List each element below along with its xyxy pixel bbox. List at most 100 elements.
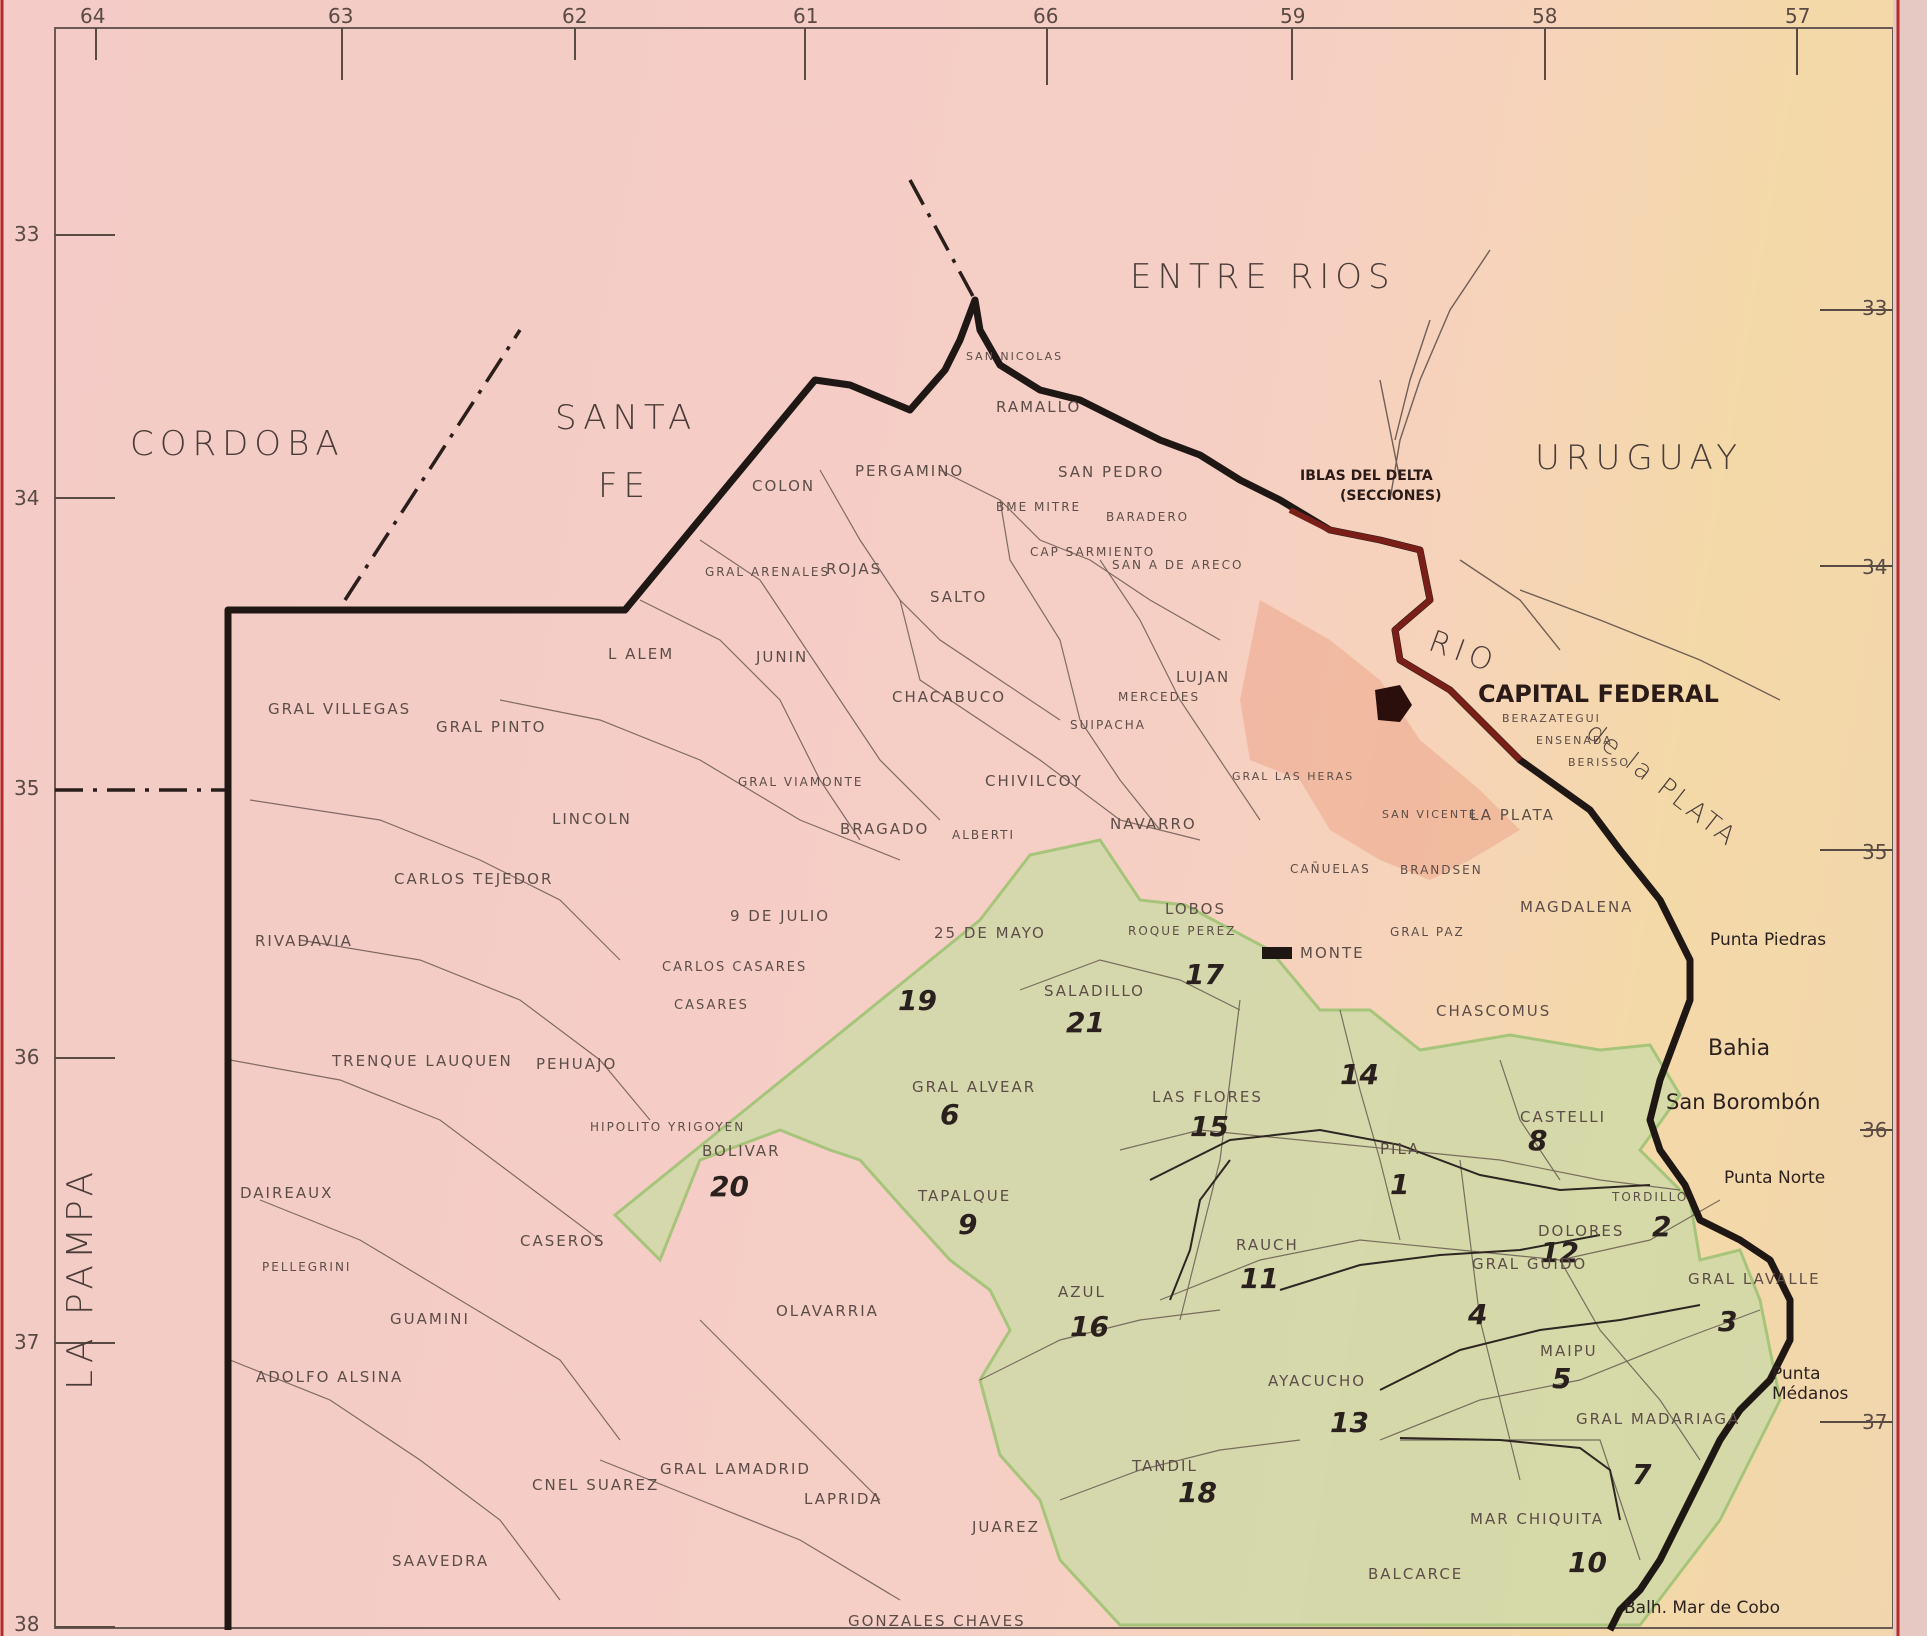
partido-label: CASTELLI: [1520, 1108, 1607, 1126]
zone-number: 3: [1718, 1305, 1738, 1338]
partido-label: BRAGADO: [840, 820, 930, 838]
partido-label: SALTO: [930, 588, 988, 606]
partido-label: GRAL LAVALLE: [1688, 1270, 1821, 1288]
delta-sub-label: (SECCIONES): [1340, 488, 1442, 504]
region-fe: FE: [598, 466, 652, 506]
coast-bahia: Bahia: [1708, 1036, 1771, 1061]
lon-tick: 57: [1785, 4, 1811, 28]
partido-label: JUAREZ: [972, 1518, 1040, 1536]
partido-label: MAR CHIQUITA: [1470, 1510, 1605, 1528]
lon-tick: 59: [1280, 4, 1306, 28]
partido-label: BARADERO: [1106, 510, 1190, 524]
metro-zone: [1240, 600, 1520, 880]
zone-number: 15: [1190, 1110, 1229, 1143]
zone-number: 21: [1066, 1006, 1105, 1039]
partido-label: BOLIVAR: [702, 1142, 781, 1160]
lat-tick: 33: [14, 222, 40, 246]
partido-label: PERGAMINO: [855, 462, 965, 480]
lon-tick: 62: [562, 4, 588, 28]
lat-tick: 37: [14, 1330, 40, 1354]
partido-label: TRENQUE LAUQUEN: [332, 1052, 513, 1070]
monte-mark: [1262, 947, 1292, 959]
region-uruguay: URUGUAY: [1535, 438, 1744, 478]
partido-label: GRAL PAZ: [1390, 925, 1465, 939]
zone-number: 19: [898, 984, 937, 1017]
lat-tick: 36: [14, 1045, 40, 1069]
partido-label: DAIREAUX: [240, 1184, 334, 1202]
partido-label: CARLOS CASARES: [662, 960, 808, 975]
partido-label: L ALEM: [608, 645, 675, 663]
coast-punta-piedras: Punta Piedras: [1710, 930, 1827, 950]
partido-label: MERCEDES: [1118, 690, 1201, 704]
partido-label: ADOLFO ALSINA: [256, 1368, 404, 1386]
partido-label: LAS FLORES: [1152, 1088, 1263, 1106]
partido-label: CHACABUCO: [892, 688, 1007, 706]
partido-label: BME MITRE: [996, 500, 1082, 514]
zone-number: 13: [1330, 1406, 1369, 1439]
partido-label: SALADILLO: [1044, 982, 1145, 1000]
partido-label: NAVARRO: [1110, 815, 1197, 833]
region-cordoba: CORDOBA: [130, 424, 345, 464]
partido-label: LOBOS: [1165, 900, 1226, 918]
zone-number: 7: [1632, 1458, 1652, 1491]
zone-number: 12: [1540, 1236, 1579, 1269]
partido-label: DOLORES: [1538, 1222, 1625, 1240]
partido-label: SAAVEDRA: [392, 1552, 490, 1570]
partido-label: GRAL ALVEAR: [912, 1078, 1037, 1096]
zone-number: 18: [1178, 1476, 1217, 1509]
partido-label: CASARES: [674, 998, 749, 1013]
partido-label: TAPALQUE: [918, 1187, 1012, 1205]
partido-label: GRAL PINTO: [436, 718, 547, 736]
lat-tick-right: 35: [1862, 840, 1888, 864]
partido-label: BERISSO: [1568, 756, 1631, 769]
lon-tick: 64: [80, 4, 106, 28]
region-la-pampa: LA PAMPA: [60, 1165, 101, 1390]
partido-label: RAMALLO: [996, 398, 1082, 416]
partido-boundaries: [229, 469, 1761, 1601]
partido-label: GUAMINI: [390, 1310, 470, 1328]
partido-label: BALCARCE: [1368, 1565, 1464, 1583]
partido-label: CARLOS TEJEDOR: [394, 870, 554, 888]
partido-label: CHIVILCOY: [985, 772, 1083, 790]
partido-label: LA PLATA: [1470, 806, 1555, 824]
partido-label: GRAL LAS HERAS: [1232, 770, 1355, 783]
zone-number: 5: [1552, 1362, 1572, 1395]
partido-label: BRANDSEN: [1400, 863, 1483, 877]
partido-label: SUIPACHA: [1070, 718, 1147, 732]
lat-tick-right: 34: [1862, 555, 1888, 579]
partido-label: ROQUE PEREZ: [1128, 924, 1237, 938]
partido-label: ROJAS: [826, 560, 883, 578]
partido-label: MAGDALENA: [1520, 898, 1634, 916]
zone-number: 8: [1528, 1124, 1548, 1157]
zone-number: 14: [1340, 1058, 1379, 1091]
partido-label: TORDILLO: [1612, 1190, 1689, 1204]
capital-federal-label: CAPITAL FEDERAL: [1478, 680, 1719, 708]
lat-tick-right: 33: [1862, 296, 1888, 320]
partido-label: LINCOLN: [552, 810, 632, 828]
zone-number: 17: [1185, 958, 1224, 991]
external-boundaries: [55, 179, 977, 792]
lat-tick-right: 37: [1862, 1410, 1888, 1434]
zone-number: 2: [1652, 1210, 1672, 1243]
partido-label: RIVADAVIA: [255, 932, 353, 950]
partido-label: GRAL VIAMONTE: [738, 775, 864, 789]
partido-label: SAN PEDRO: [1058, 463, 1165, 481]
coast-punta-norte: Punta Norte: [1724, 1168, 1826, 1188]
partido-label: GRAL LAMADRID: [660, 1460, 811, 1478]
lat-tick: 35: [14, 776, 40, 800]
partido-label: SAN VICENTE: [1382, 808, 1478, 821]
lon-tick: 58: [1532, 4, 1558, 28]
partido-label: ALBERTI: [952, 828, 1016, 842]
region-entre-rios: ENTRE RIOS: [1130, 257, 1396, 297]
partido-label: GRAL ARENALES: [705, 565, 831, 579]
zone-number: 6: [940, 1098, 960, 1131]
partido-label: CHASCOMUS: [1436, 1002, 1552, 1020]
lon-tick: 61: [793, 4, 819, 28]
partido-label: SAN NICOLAS: [966, 350, 1064, 363]
partido-label: CAÑUELAS: [1290, 862, 1371, 876]
partido-label: PILA: [1380, 1140, 1421, 1158]
zone-number: 20: [710, 1170, 749, 1203]
lon-tick: 63: [328, 4, 354, 28]
